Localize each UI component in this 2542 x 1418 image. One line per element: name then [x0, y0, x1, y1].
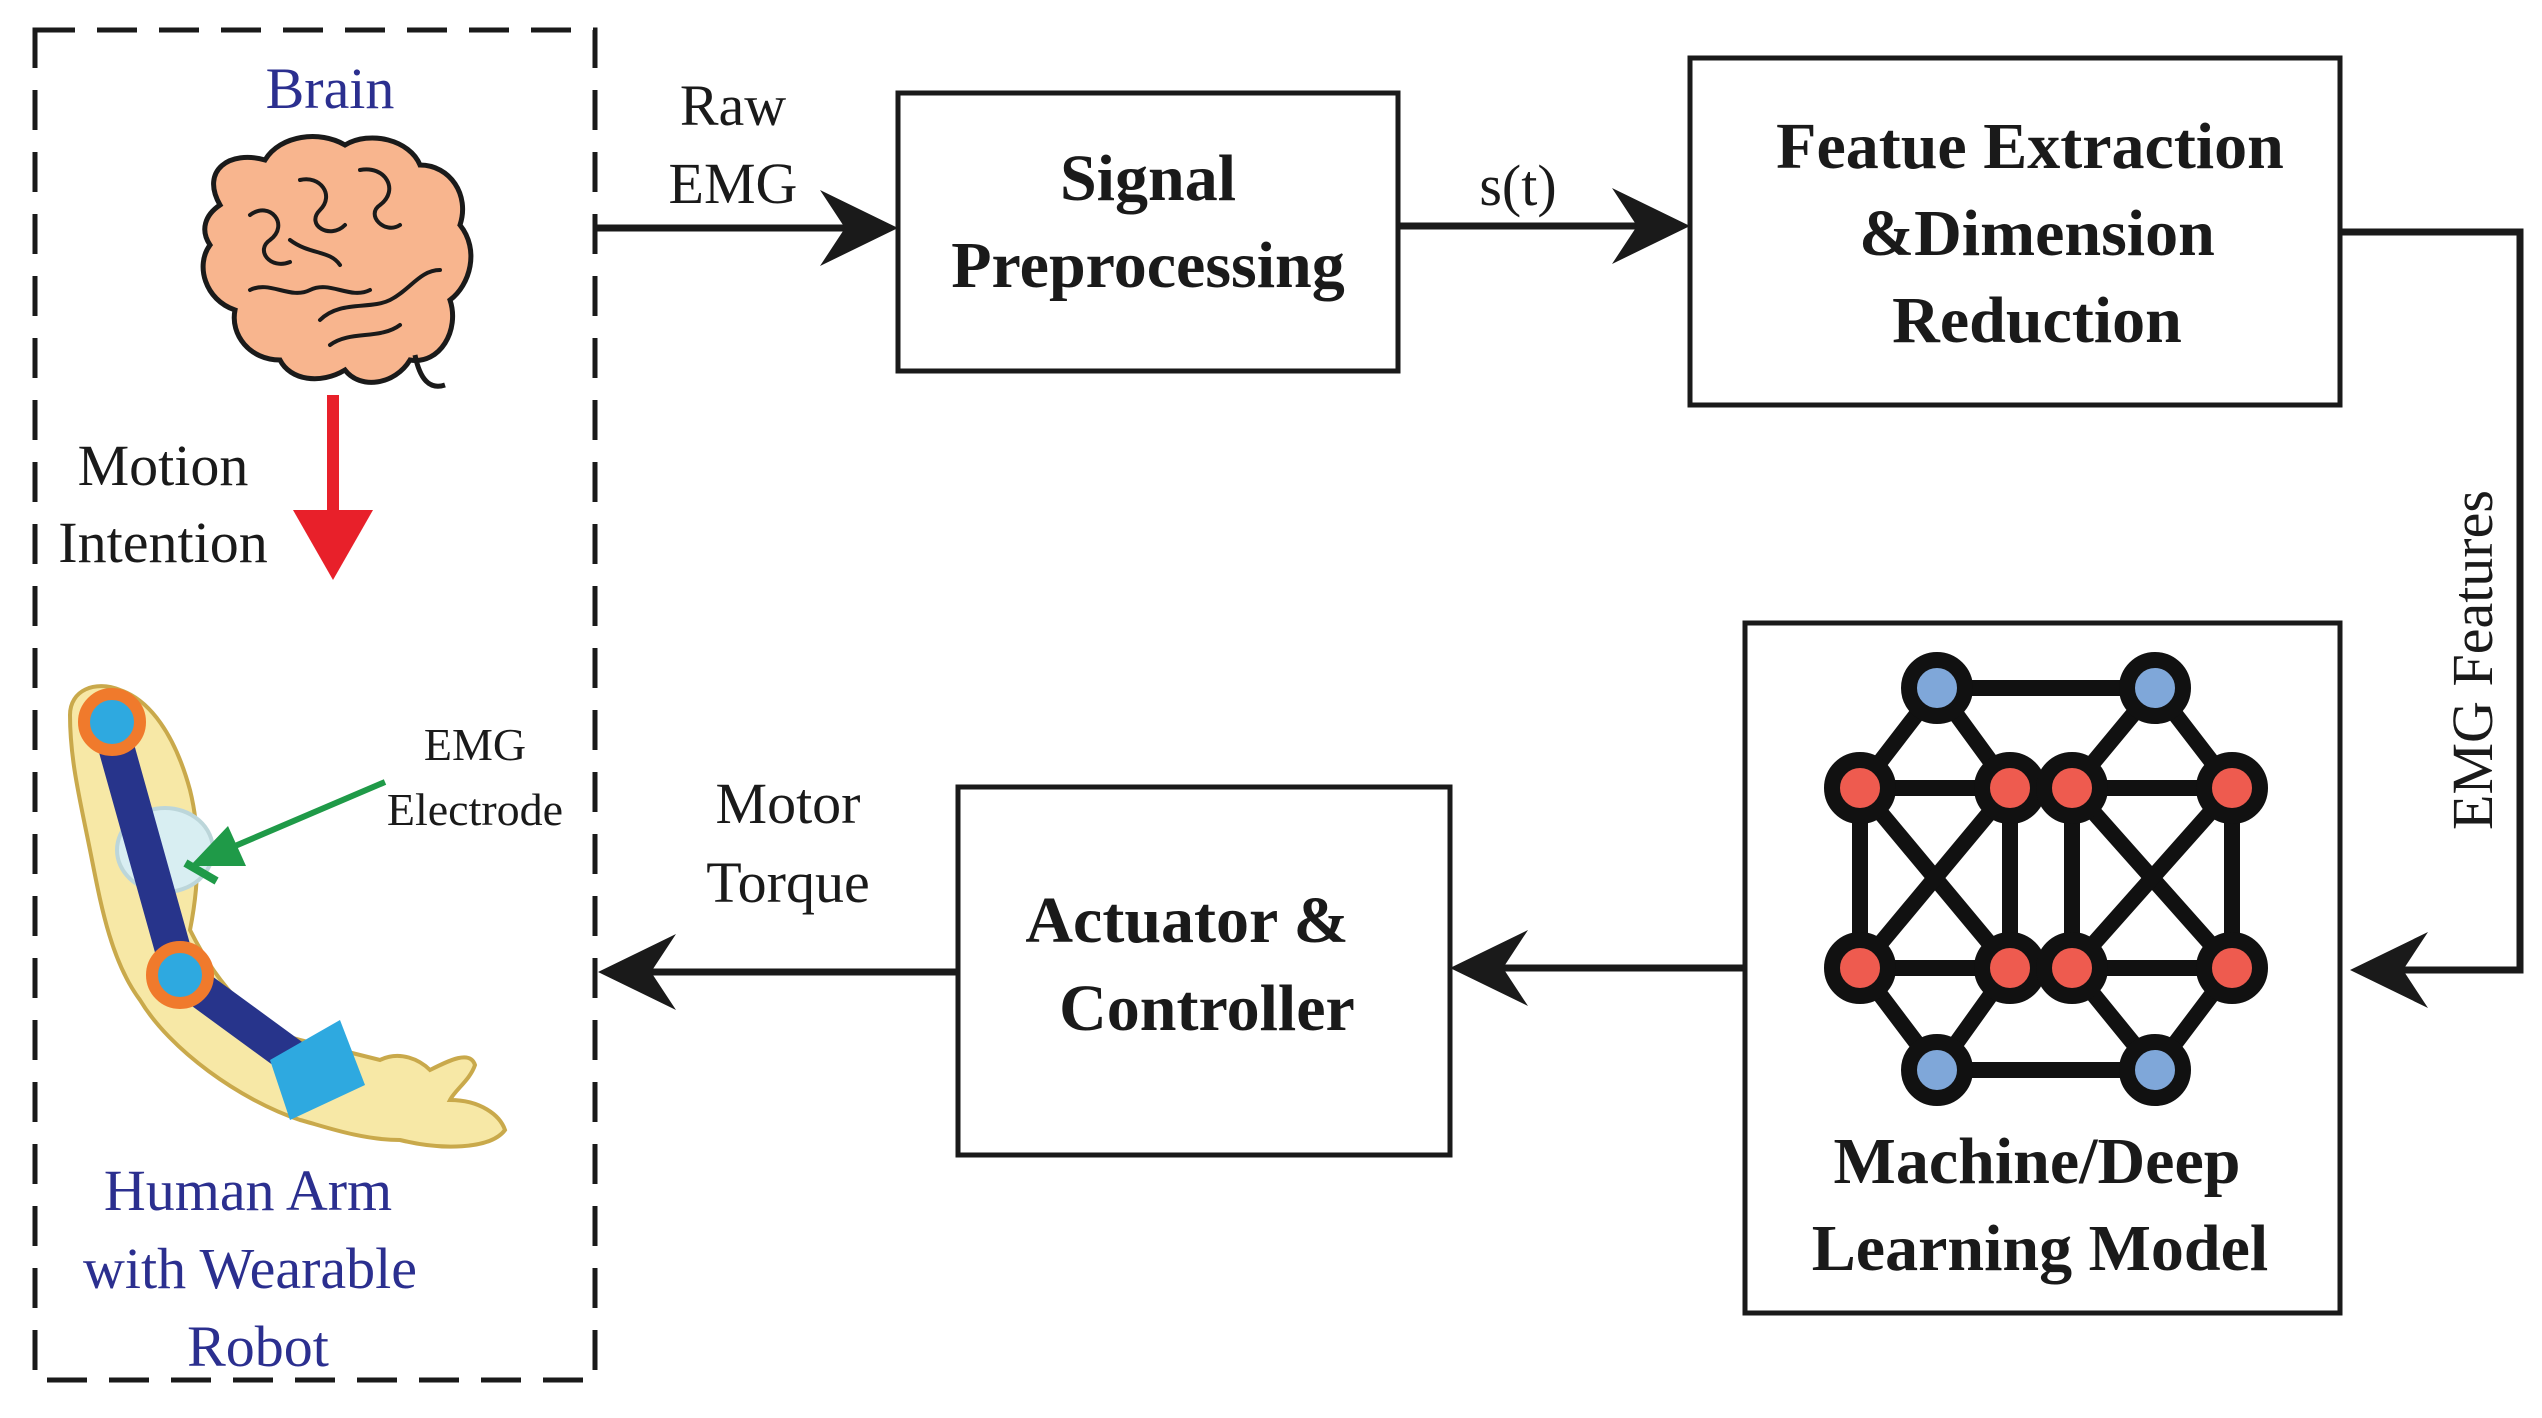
- emg-features-arrowhead: [2350, 932, 2428, 1008]
- emg-electrode-label-line1: EMG: [424, 719, 526, 770]
- ml-model-title-line1: Machine/Deep: [1834, 1125, 2241, 1198]
- feature-extraction-title-line2: &Dimension: [1859, 197, 2215, 270]
- actuator-controller-box: [955, 784, 1453, 1158]
- signal-preprocessing-box: [895, 90, 1401, 374]
- motion-intention-arrow: [293, 395, 373, 580]
- raw-emg-label-line1: Raw: [680, 73, 786, 138]
- actuator-title-line1: Actuator &: [1025, 884, 1348, 957]
- signal-preprocessing-title-line1: Signal: [1060, 142, 1236, 215]
- raw-emg-label-line2: EMG: [669, 151, 798, 216]
- arm-label-line1: Human Arm: [104, 1158, 392, 1223]
- motor-torque-label-line1: Motor: [716, 771, 861, 836]
- brain-icon: [200, 134, 474, 389]
- emg-features-connector: [2342, 228, 2524, 974]
- ml-to-actuator-arrowhead: [1450, 930, 1528, 1006]
- signal-preprocessing-title-line2: Preprocessing: [951, 229, 1345, 302]
- emg-features-label: EMG Features: [2440, 490, 2505, 830]
- arm-label-line3: Robot: [187, 1314, 329, 1379]
- st-arrowhead: [1612, 188, 1690, 264]
- feature-extraction-box: [1687, 55, 2343, 408]
- motion-intention-label-line1: Motion: [78, 433, 249, 498]
- emg-electrode-arrow: [190, 779, 387, 866]
- brain-label: Brain: [266, 56, 395, 121]
- neural-network-icon: [1824, 652, 2268, 1106]
- human-arm-panel: [32, 27, 598, 1383]
- arm-label-line2: with Wearable: [83, 1236, 417, 1301]
- ml-model-title-line2: Learning Model: [1812, 1212, 2269, 1285]
- motor-torque-label-line2: Torque: [706, 850, 869, 915]
- feature-extraction-title-line1: Featue Extraction: [1776, 110, 2284, 183]
- motor-torque-arrowhead: [598, 934, 676, 1010]
- arm-with-exoskeleton-icon: [67, 684, 508, 1149]
- feature-extraction-title-line3: Reduction: [1892, 284, 2182, 357]
- motion-intention-label-line2: Intention: [58, 510, 267, 575]
- st-label: s(t): [1479, 153, 1556, 218]
- emg-electrode-label-line2: Electrode: [387, 784, 563, 835]
- actuator-title-line2: Controller: [1059, 972, 1355, 1045]
- raw-emg-arrowhead: [820, 190, 898, 266]
